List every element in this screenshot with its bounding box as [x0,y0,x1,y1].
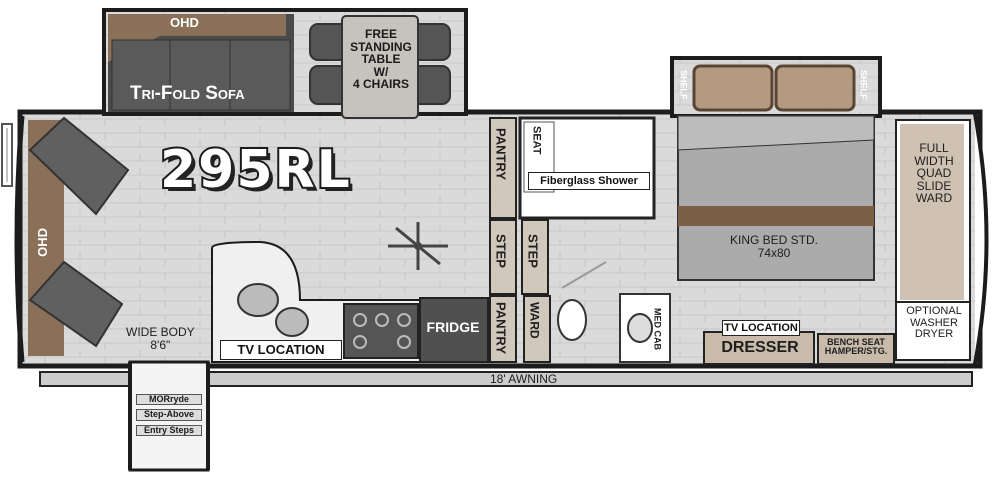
dresser-label: DRESSER [721,339,799,356]
tv-location-bedroom-tag: TV LOCATION [722,320,800,336]
wide-body-label: WIDE BODY 8'6" [126,325,195,352]
bedroom-furniture [703,331,895,365]
shower-tag: Fiberglass Shower [528,172,650,190]
steps-label: MORryde Step-Above Entry Steps [136,394,202,437]
table-label: FREE STANDING TABLE W/ 4 CHAIRS [350,27,412,92]
shelf-left-label: SHELF [678,70,689,100]
kitchen-counter [211,240,489,363]
bedroom-slideout [670,56,882,281]
bed-label: KING BED STD. 74x80 [729,233,818,260]
ohd-top-label: OHD [170,15,199,30]
step-left-label: STEP [493,234,509,268]
bench-label: BENCH SEAT HAMPER/STG. [824,337,888,357]
pantry-step-column [489,117,549,363]
washer-dryer-label: OPTIONAL WASHER DRYER [906,305,962,341]
rear-wardrobe [895,119,971,361]
seat-label: SEAT [530,126,543,155]
fridge-label: FRIDGE [426,319,480,335]
ohd-left-label: OHD [35,228,50,257]
bathroom [518,116,671,363]
ward-label: WARD [527,302,542,339]
awning [39,371,973,387]
front-recliners [28,116,130,356]
tv-location-kitchen-tag: TV LOCATION [220,340,342,360]
shelf-right-label: SHELF [858,70,869,100]
pin-box [1,123,13,187]
pantry-bottom-label: PANTRY [493,302,509,354]
med-cab-label: MED CAB [652,308,663,350]
table-and-chairs [309,15,451,119]
ceiling-fan-icon [388,222,448,270]
sofa-label: Tri-Fold Sofa [130,83,245,104]
full-width-ward-label: FULL WIDTH QUAD SLIDE WARD [914,141,954,206]
pantry-top-label: PANTRY [493,128,509,180]
step-right-label: STEP [525,234,541,268]
model-name: 295RL [158,138,352,202]
awning-label: 18' AWNING [490,372,558,386]
